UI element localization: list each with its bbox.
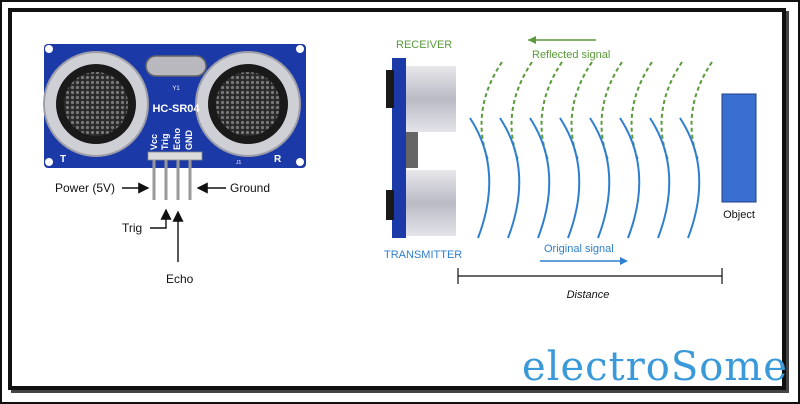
- module-model-label: HC-SR04: [152, 103, 200, 115]
- original-wave-arc: [469, 117, 491, 239]
- original-wave-arc: [649, 117, 671, 239]
- target-object: [721, 93, 757, 203]
- original-wave-arc: [559, 117, 581, 239]
- receiver-transducer: [195, 51, 301, 157]
- trig-arrow: [150, 208, 172, 229]
- reflected-wave-arc: [540, 61, 563, 161]
- receiver-label: RECEIVER: [396, 39, 452, 51]
- header-pins: [152, 160, 192, 200]
- ground-label: Ground: [230, 181, 270, 195]
- reflected-wave-arc: [690, 61, 713, 161]
- crystal-oscillator: [145, 55, 207, 77]
- distance-label: Distance: [567, 289, 610, 301]
- trig-label: Trig: [122, 221, 142, 235]
- original-waves: [469, 117, 701, 239]
- pin-header: [147, 151, 203, 161]
- pin-label-echo: Echo: [172, 127, 182, 150]
- pin-label-vcc: Vcc: [149, 134, 159, 150]
- original-wave-arc: [499, 117, 521, 239]
- hc-sr04-module: Y1 HC-SR04 T R J1 Vcc Trig Echo GND: [43, 44, 306, 200]
- transmitter-mark: T: [60, 154, 66, 165]
- crystal-side: [406, 132, 418, 168]
- reflected-waves: [480, 61, 713, 161]
- transmitter-label: TRANSMITTER: [384, 249, 462, 261]
- object-label: Object: [723, 209, 755, 221]
- distance-bracket: [457, 268, 723, 284]
- power-label: Power (5V): [55, 181, 115, 195]
- crystal-label: Y1: [172, 86, 180, 92]
- reflected-wave-arc: [480, 61, 503, 161]
- reflected-wave-arc: [630, 61, 653, 161]
- original-wave-arc: [679, 117, 701, 239]
- reflected-wave-arc: [570, 61, 593, 161]
- electrosome-logo: electroSome: [522, 344, 788, 390]
- transmitter-transducer: [43, 51, 149, 157]
- pin-callouts: [122, 182, 226, 262]
- echo-label: Echo: [166, 272, 194, 286]
- original-wave-arc: [619, 117, 641, 239]
- receiver-mark: R: [274, 154, 282, 165]
- sensor-pcb-edge: [392, 58, 406, 238]
- reflected-signal-label: Reflected signal: [532, 49, 610, 61]
- reflected-wave-arc: [510, 61, 533, 161]
- reflected-wave-arc: [660, 61, 683, 161]
- transmitter-can: [406, 170, 456, 236]
- original-wave-arc: [529, 117, 551, 239]
- sensor-side-view: [386, 58, 456, 238]
- connector-label: J1: [236, 160, 242, 166]
- pin-label-trig: Trig: [160, 133, 170, 150]
- receiver-can: [406, 66, 456, 132]
- pin-label-gnd: GND: [184, 130, 194, 151]
- original-signal-label: Original signal: [544, 243, 614, 255]
- original-wave-arc: [589, 117, 611, 239]
- reflected-wave-arc: [600, 61, 623, 161]
